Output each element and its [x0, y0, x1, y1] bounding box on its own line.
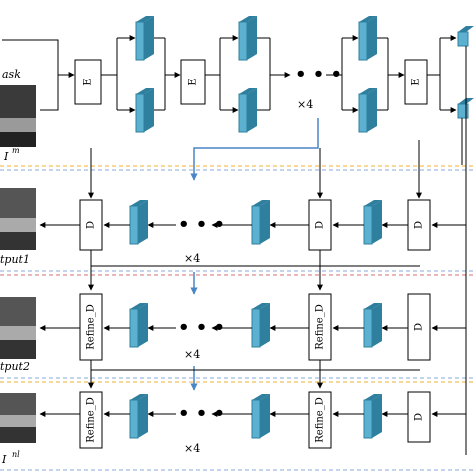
output2-image	[0, 297, 36, 359]
feature-cube	[358, 16, 377, 61]
decoder-block: D	[407, 293, 431, 361]
refine-decoder-label: Refine_D	[315, 304, 326, 350]
feature-cube	[238, 88, 257, 133]
output1-label: tput1	[0, 253, 30, 266]
feature-cube	[363, 200, 382, 245]
encoder-label-3: E	[411, 78, 422, 85]
decoder-label: D	[414, 413, 425, 421]
image-line	[40, 75, 59, 111]
output3-image	[0, 393, 36, 443]
encoder-label-1: E	[83, 78, 94, 85]
im-label: I	[3, 150, 9, 163]
feature-cube	[135, 16, 154, 61]
refine-decoder-label: Refine_D	[315, 397, 326, 443]
decoder-label: D	[414, 323, 425, 331]
decoder-label: D	[414, 221, 425, 229]
ellipsis: • • •	[295, 64, 342, 85]
refine-decoder-label: Refine_D	[86, 397, 97, 443]
mask-arrow	[2, 39, 75, 78]
refine-decoder-block: Refine_D	[79, 293, 103, 361]
im-sup-label: m	[12, 146, 20, 155]
ellipsis: • • •	[178, 317, 225, 338]
refine-decoder-block: Refine_D	[308, 293, 332, 361]
decoder-block: D	[79, 199, 103, 251]
feature-cube	[358, 88, 377, 133]
feature-cube	[251, 303, 270, 348]
feature-cube	[129, 200, 148, 245]
feature-cube	[135, 88, 154, 133]
refine-decoder-block: Refine_D	[308, 391, 332, 449]
repeat-arrow-encoder	[190, 118, 319, 181]
in-sup-label: nl	[12, 450, 20, 459]
decoder-label: D	[86, 221, 97, 229]
feature-cube	[251, 394, 270, 439]
output1-image	[0, 188, 36, 250]
output2-label: tput2	[0, 360, 30, 373]
feature-cube	[363, 303, 382, 348]
repeat-x4-dec3: ×4	[184, 442, 200, 455]
feature-cube	[238, 16, 257, 61]
refine-decoder-label: Refine_D	[86, 304, 97, 350]
repeat-x4-dec1: ×4	[184, 252, 200, 265]
feature-cube	[363, 394, 382, 439]
encoder-block-3: E	[404, 59, 428, 105]
decoder-block: D	[407, 199, 431, 251]
decoder-block: D	[407, 391, 431, 443]
in-label: I	[1, 453, 7, 466]
decoder-label: D	[315, 221, 326, 229]
decoder-block: D	[308, 199, 332, 251]
ellipsis: • • •	[178, 214, 225, 235]
input-mask-image	[0, 85, 36, 147]
refine-decoder-block: Refine_D	[79, 391, 103, 449]
ellipsis: • • •	[178, 403, 225, 424]
repeat-x4-dec2: ×4	[184, 348, 200, 361]
feature-cube-small	[457, 26, 474, 47]
feature-cube	[129, 303, 148, 348]
encoder-label-2: E	[188, 78, 199, 85]
feature-cube	[251, 200, 270, 245]
repeat-x4-encoder: ×4	[297, 98, 313, 111]
feature-cube	[129, 394, 148, 439]
encoder-block-2: E	[180, 59, 206, 105]
mask-label: ask	[2, 68, 21, 81]
encoder-block-1: E	[74, 59, 102, 105]
